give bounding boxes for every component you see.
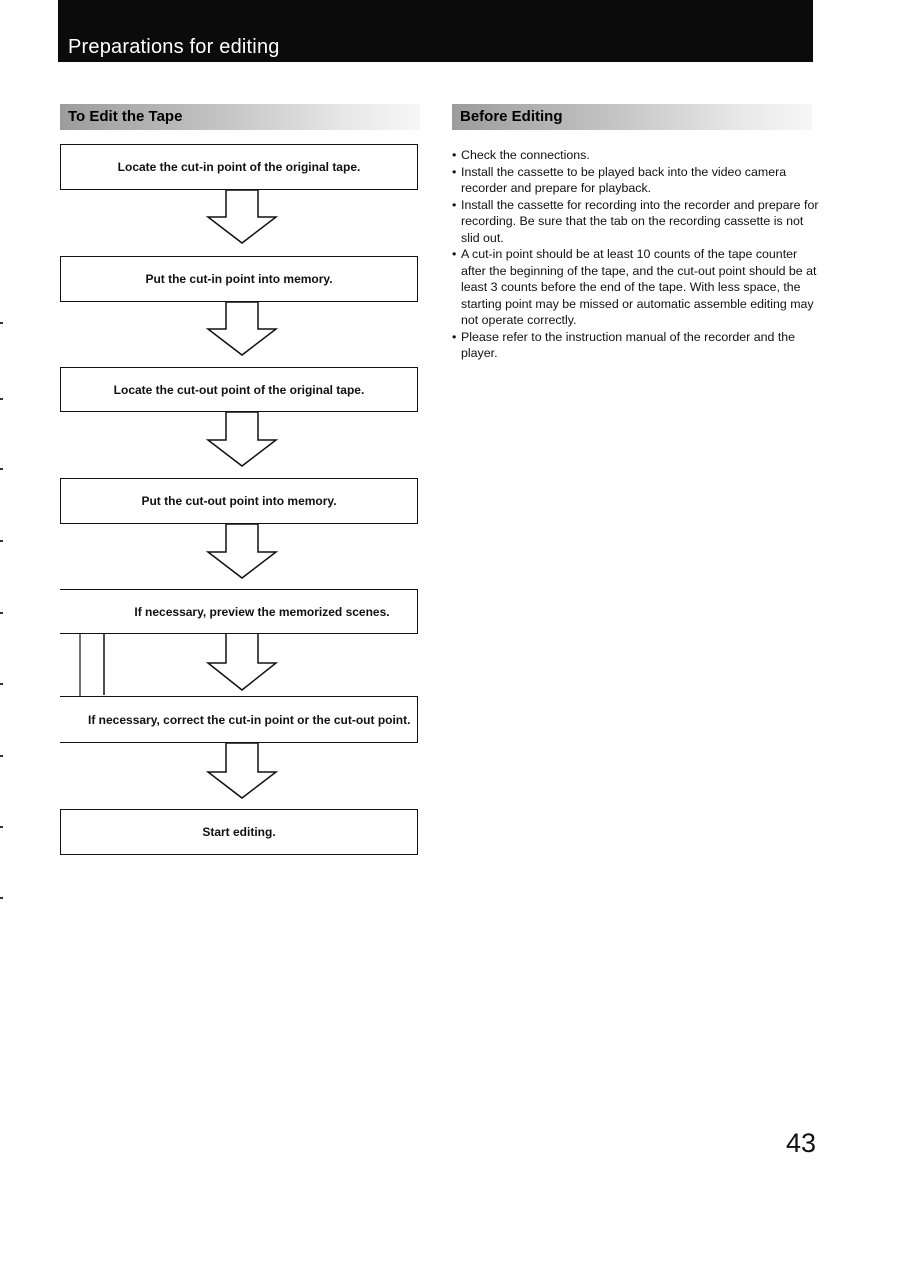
list-item: A cut-in point should be at least 10 cou… [452, 246, 824, 329]
flow-step-2: Put the cut-in point into memory. [60, 256, 418, 302]
flow-step-5: If necessary, preview the memorized scen… [60, 589, 418, 634]
scan-mark [0, 398, 3, 400]
right-section-heading-text: Before Editing [460, 108, 563, 125]
down-arrow-icon [205, 411, 279, 467]
flow-step-4: Put the cut-out point into memory. [60, 478, 418, 524]
page-title: Preparations for editing [68, 36, 280, 58]
scan-mark [0, 683, 3, 685]
scan-mark [0, 612, 3, 614]
down-arrow-icon [205, 301, 279, 356]
scan-mark [0, 322, 3, 324]
flow-step-6-text: If necessary, correct the cut-in point o… [88, 712, 411, 727]
flow-step-6: If necessary, correct the cut-in point o… [60, 696, 418, 743]
list-item: Install the cassette to be played back i… [452, 164, 824, 197]
down-arrow-icon [205, 632, 279, 691]
scan-mark [0, 897, 3, 899]
flow-step-1: Locate the cut-in point of the original … [60, 144, 418, 190]
scan-mark [0, 755, 3, 757]
list-item: Check the connections. [452, 147, 824, 164]
left-section-heading: To Edit the Tape [60, 104, 420, 130]
down-arrow-icon [205, 523, 279, 579]
header-bar: Preparations for editing [58, 0, 813, 62]
scan-mark [0, 540, 3, 542]
flow-step-7: Start editing. [60, 809, 418, 855]
left-section-heading-text: To Edit the Tape [68, 108, 183, 125]
before-editing-list: Check the connections. Install the casse… [452, 147, 824, 362]
right-section-heading: Before Editing [452, 104, 812, 130]
list-item: Please refer to the instruction manual o… [452, 329, 824, 362]
scan-mark [0, 826, 3, 828]
flow-step-5-text: If necessary, preview the memorized scen… [134, 604, 390, 619]
down-arrow-icon [205, 742, 279, 799]
flow-step-3: Locate the cut-out point of the original… [60, 367, 418, 412]
flow-step-3-text: Locate the cut-out point of the original… [113, 382, 365, 397]
list-item: Install the cassette for recording into … [452, 197, 824, 247]
flow-step-4-text: Put the cut-out point into memory. [141, 494, 337, 508]
flow-step-2-text: Put the cut-in point into memory. [145, 272, 333, 286]
scan-mark [0, 468, 3, 470]
page-number: 43 [786, 1128, 817, 1158]
down-arrow-icon [205, 189, 279, 244]
flow-step-1-text: Locate the cut-in point of the original … [117, 160, 361, 174]
flow-step-7-text: Start editing. [202, 825, 276, 839]
